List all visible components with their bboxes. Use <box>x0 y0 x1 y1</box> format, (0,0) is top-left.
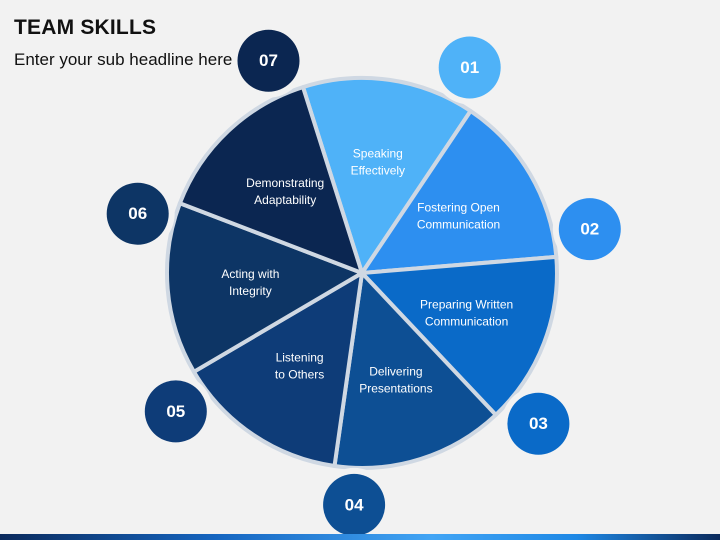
segment-label-line: Effectively <box>351 164 405 178</box>
segment-label-line: to Others <box>275 368 324 382</box>
badge-circle <box>237 29 300 92</box>
badge-circle <box>507 392 570 455</box>
segment-label-line: Integrity <box>229 284 272 298</box>
badge-circle <box>558 198 621 261</box>
segment-04 <box>332 271 498 470</box>
badge-number: 06 <box>128 204 147 223</box>
number-badge-02: 02 <box>552 192 627 267</box>
segment-label-line: Acting with <box>221 267 279 281</box>
segment-02 <box>360 109 559 275</box>
badge-number: 03 <box>529 414 548 433</box>
badge-number: 01 <box>460 58 479 77</box>
segment-label-line: Preparing Written <box>420 298 513 312</box>
badge-circle <box>106 182 169 245</box>
number-badge-03: 03 <box>501 386 576 461</box>
segment-label-05: Listening to Others <box>275 351 324 382</box>
segment-07 <box>177 85 364 275</box>
segment-06 <box>165 201 364 374</box>
segment-label-line: Fostering Open <box>417 201 500 215</box>
segment-label-line: Delivering <box>369 364 422 378</box>
badge-number: 05 <box>166 402 185 421</box>
badge-circle <box>144 380 207 443</box>
badge-circle <box>438 36 501 99</box>
badge-number: 07 <box>259 51 278 70</box>
segment-label-line: Demonstrating <box>246 176 324 190</box>
badge-number: 02 <box>580 220 599 239</box>
segment-01 <box>301 76 473 275</box>
number-badge-07: 07 <box>231 23 306 98</box>
number-badge-06: 06 <box>100 176 175 251</box>
number-badge-05: 05 <box>138 374 213 449</box>
number-badge-04: 04 <box>317 467 392 540</box>
bottom-accent-bar <box>0 534 720 540</box>
segment-label-line: Communication <box>417 218 500 232</box>
segment-05 <box>191 271 364 468</box>
segment-03 <box>360 254 559 417</box>
segment-label-line: Presentations <box>359 381 432 395</box>
segments-layer <box>165 76 559 470</box>
page-subtitle: Enter your sub headline here <box>14 50 233 69</box>
segment-label-line: Speaking <box>353 147 403 161</box>
number-badge-01: 01 <box>432 30 507 105</box>
segment-label-line: Communication <box>425 315 508 329</box>
badge-circle <box>323 473 386 536</box>
badge-number: 04 <box>345 495 364 514</box>
segment-label-line: Listening <box>276 351 324 365</box>
segment-label-line: Adaptability <box>254 193 316 207</box>
page-title: TEAM SKILLS <box>14 16 157 39</box>
badges-layer: 01 02 03 04 05 06 07 <box>100 23 627 540</box>
